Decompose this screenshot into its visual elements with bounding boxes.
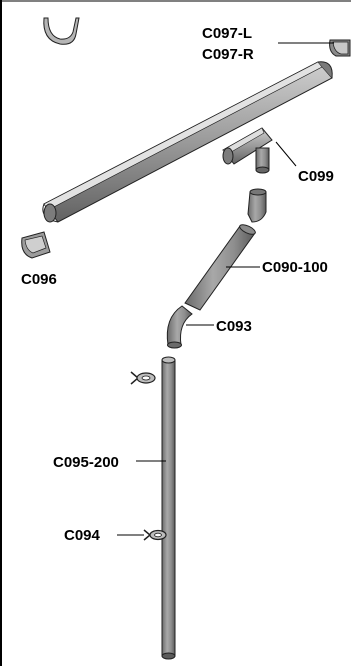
pipe-clip-c094 (143, 529, 167, 541)
label-c096: C096 (21, 271, 57, 288)
corner-c096 (21, 231, 51, 259)
leader-c099 (275, 141, 297, 167)
outlet-c099 (222, 127, 273, 174)
pipe-clip-icon (130, 371, 156, 385)
label-c093: C093 (216, 318, 252, 335)
elbow-c093 (166, 305, 193, 349)
label-c099: C099 (298, 168, 334, 185)
label-c097l: C097-L (202, 25, 252, 42)
end-cap-c097 (329, 39, 351, 57)
label-c097r: C097-R (202, 46, 254, 63)
bracket-hook-icon (43, 17, 80, 45)
gutter-channel (42, 61, 333, 223)
pipe-c090 (184, 224, 256, 311)
downpipe-c095 (161, 356, 176, 660)
label-c094: C094 (64, 527, 101, 544)
label-c095: C095-200 (53, 454, 119, 471)
offset-bend (247, 188, 267, 223)
label-c090: C090-100 (262, 259, 328, 276)
